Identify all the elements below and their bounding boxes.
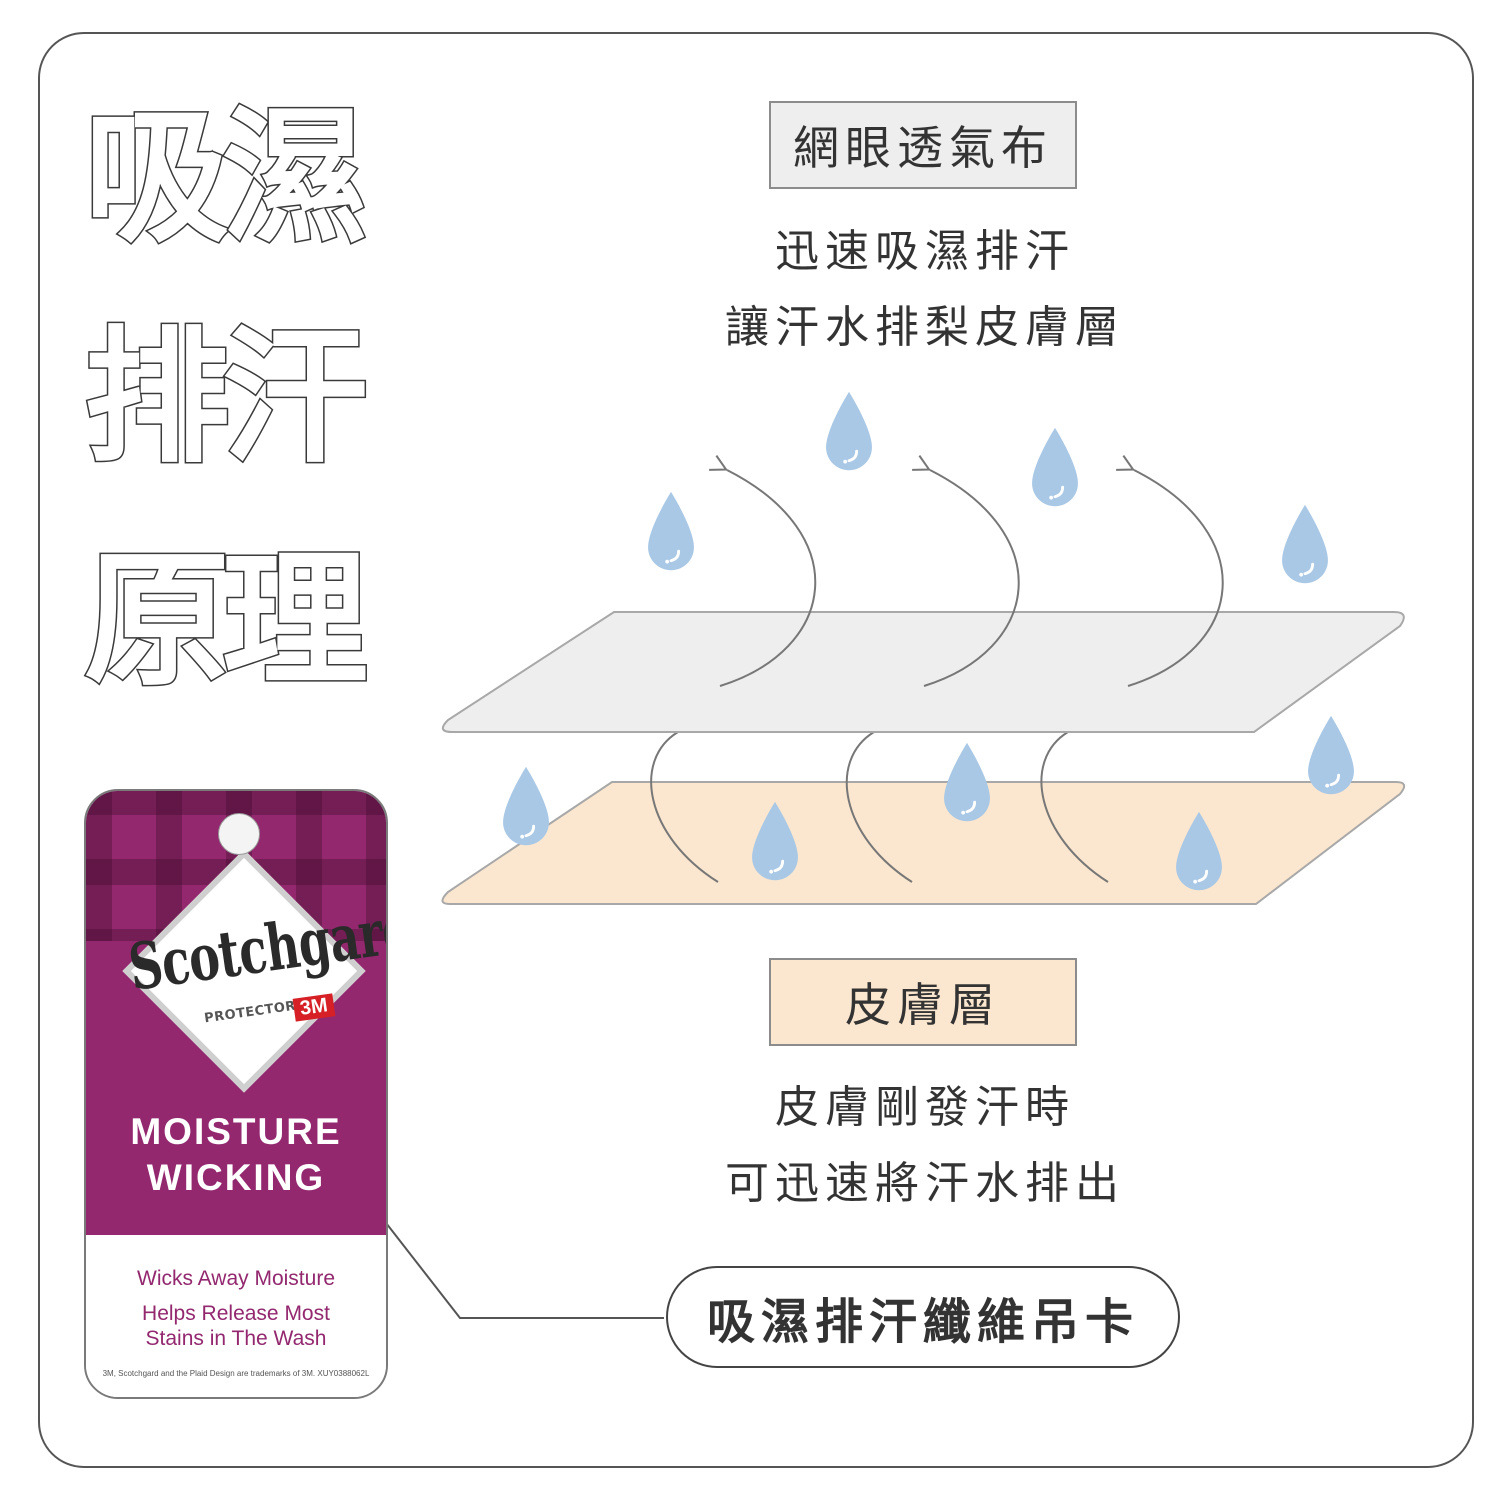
hang-tag: Scotchgard PROTECTOR 3M MOISTURE WICKING…	[84, 789, 388, 1399]
hang-tag-hole	[218, 813, 260, 855]
title-char: 排	[83, 313, 232, 483]
sweat-path-lower	[1040, 731, 1109, 883]
mesh-layer-plate	[441, 611, 1405, 733]
trademark-fine-print: 3M, Scotchgard and the Plaid Design are …	[102, 1369, 370, 1378]
mesh-layer-label: 網眼透氣布	[769, 101, 1077, 189]
mesh-layer-description: 迅速吸濕排汗 讓汗水排梨皮膚層	[620, 214, 1230, 366]
droplet-icon	[824, 390, 874, 472]
benefit-text: Helps Release Most Stains in The Wash	[86, 1301, 386, 1351]
hang-tag-callout: 吸濕排汗纖維吊卡	[666, 1266, 1180, 1368]
title-char: 吸	[83, 93, 232, 263]
benefit-2-line-1: Helps Release Most	[142, 1302, 330, 1325]
evaporation-arrow	[1116, 455, 1224, 687]
skin-desc-line-1: 皮膚剛發汗時	[775, 1082, 1075, 1133]
skin-layer-label: 皮膚層	[769, 958, 1077, 1046]
droplet-icon	[646, 490, 696, 572]
hang-tag-headline: MOISTURE WICKING	[86, 1109, 386, 1201]
headline-line-2: WICKING	[146, 1157, 326, 1198]
skin-desc-line-2: 可迅速將汗水排出	[725, 1158, 1125, 1209]
mesh-desc-line-2: 讓汗水排梨皮膚層	[725, 302, 1125, 353]
droplet-icon	[1030, 426, 1080, 508]
droplet-icon	[1306, 714, 1356, 796]
evaporation-arrow	[912, 455, 1020, 687]
benefit-text: Wicks Away Moisture	[137, 1267, 335, 1290]
callout-leader-line	[364, 1195, 664, 1319]
droplet-icon	[1280, 503, 1330, 585]
sweat-path-lower	[845, 731, 913, 883]
title-char: 濕	[221, 93, 370, 263]
benefit-2-line-2: Stains in The Wash	[145, 1327, 327, 1350]
droplet-icon	[501, 765, 551, 847]
evaporation-arrow	[709, 455, 817, 687]
headline-line-1: MOISTURE	[130, 1111, 342, 1152]
title-char: 汗	[221, 313, 370, 483]
sweat-path-lower	[650, 731, 719, 883]
skin-layer-description: 皮膚剛發汗時 可迅速將汗水排出	[620, 1070, 1230, 1222]
mesh-desc-line-1: 迅速吸濕排汗	[775, 226, 1075, 277]
skin-layer-plate	[441, 781, 1406, 905]
droplet-icon	[942, 741, 992, 823]
title-char: 理	[221, 536, 370, 706]
hang-tag-bottom	[86, 1235, 386, 1397]
title-char: 原	[83, 536, 232, 706]
